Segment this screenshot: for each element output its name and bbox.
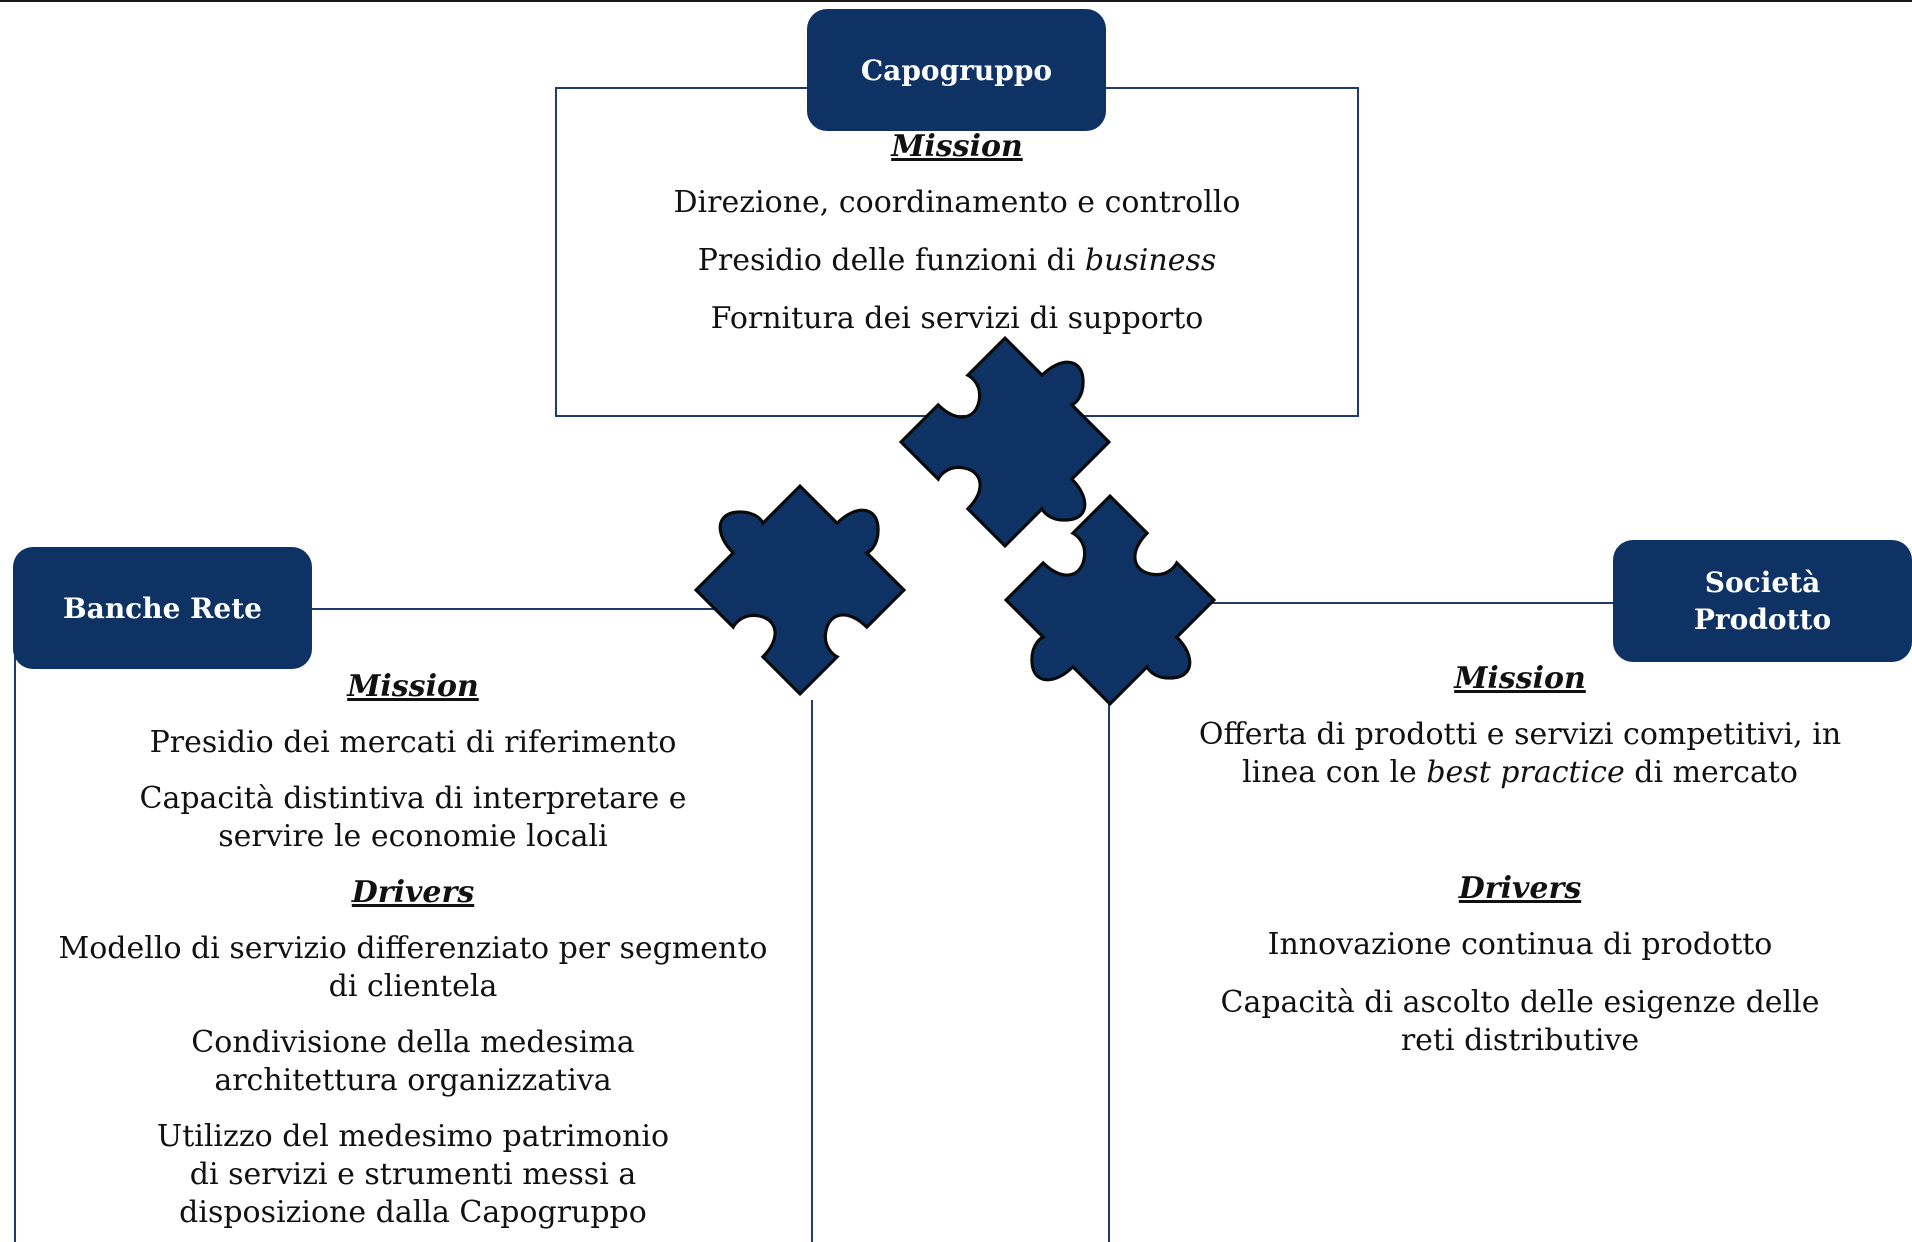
banche-rete-driver-item: Modello di servizio differenziato per se… [58, 931, 768, 1004]
banche-rete-drivers-heading: Drivers [351, 875, 475, 910]
banche-rete-connector [300, 608, 720, 610]
banche-rete-title-box: Banche Rete [13, 547, 312, 669]
societa-prodotto-mission-item: Offerta di prodotti e servizi competitiv… [1198, 717, 1842, 790]
banche-rete-driver-item: Condivisione della medesima architettura… [191, 1025, 635, 1098]
banche-rete-left-border [14, 650, 16, 1242]
banche-rete-driver-item: Utilizzo del medesimo patrimonio di serv… [156, 1119, 670, 1230]
societa-prodotto-mission-heading: Mission [1454, 661, 1586, 696]
capogruppo-content: Mission Direzione, coordinamento e contr… [600, 128, 1314, 338]
top-rule [0, 0, 1912, 2]
capogruppo-item: Direzione, coordinamento e controllo [673, 185, 1241, 220]
capogruppo-item: Presidio delle funzioni di business [697, 243, 1217, 278]
banche-rete-mission-item: Presidio dei mercati di riferimento [149, 725, 677, 760]
capogruppo-item: Fornitura dei servizi di supporto [710, 301, 1204, 336]
puzzle-piece-icon [672, 439, 928, 696]
banche-rete-mission-item: Capacità distintiva di interpretare e se… [139, 781, 687, 854]
societa-prodotto-content: Mission Offerta di prodotti e servizi co… [1170, 660, 1870, 1060]
capogruppo-title-box: Capogruppo [807, 9, 1106, 131]
banche-rete-mission-heading: Mission [347, 669, 479, 704]
societa-prodotto-driver-item: Innovazione continua di prodotto [1267, 927, 1773, 962]
banche-rete-content: Mission Presidio dei mercati di riferime… [58, 668, 768, 1232]
societa-prodotto-connector [1185, 602, 1630, 604]
societa-prodotto-driver-item: Capacità di ascolto delle esigenze delle… [1220, 985, 1820, 1058]
societa-prodotto-drivers-heading: Drivers [1458, 871, 1582, 906]
banche-rete-title: Banche Rete [63, 591, 262, 625]
banche-rete-right-border [811, 700, 813, 1242]
societa-prodotto-left-border [1108, 700, 1110, 1242]
capogruppo-title: Capogruppo [860, 53, 1053, 87]
puzzle-piece-icon [982, 494, 1238, 751]
capogruppo-mission-heading: Mission [891, 129, 1023, 164]
